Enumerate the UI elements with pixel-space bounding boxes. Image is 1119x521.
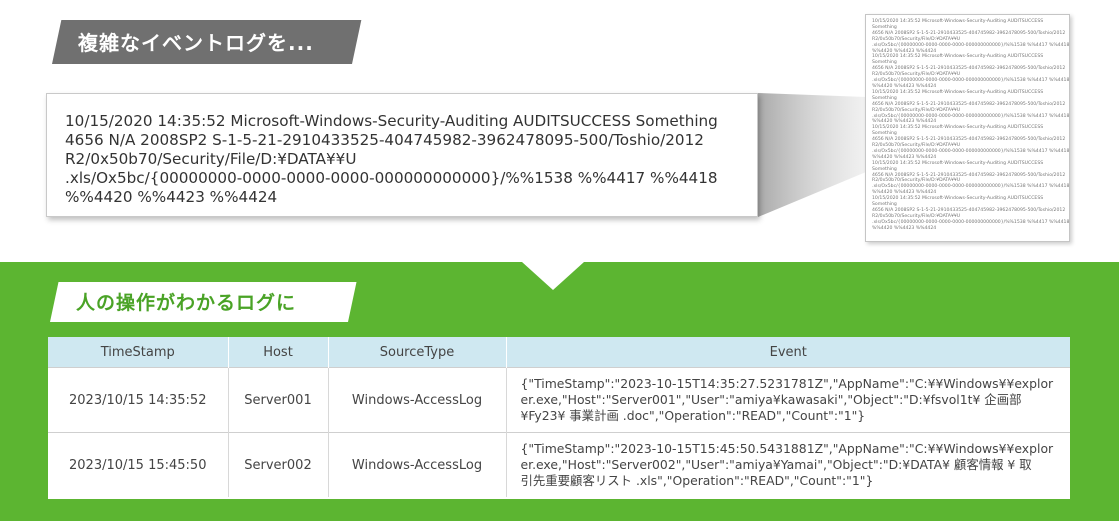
doc-line: %%4420 %%4423 %%4424 [872,225,937,231]
event-line: {"TimeStamp":"2023-10-15T15:45:50.543188… [520,441,1054,456]
raw-log-line: 10/15/2020 14:35:52 Microsoft-Windows-Se… [65,112,718,130]
event-table-container: TimeStamp Host SourceType Event 2023/10/… [48,337,1070,499]
cell-event: {"TimeStamp":"2023-10-15T15:45:50.543188… [506,432,1070,497]
cell-timestamp: 2023/10/15 15:45:50 [48,432,229,497]
doc-line: .xls/Ox5bc/{00000000-0000-0000-0000-0000… [872,184,1070,190]
doc-line: %%4420 %%4423 %%4424 [872,154,937,160]
doc-line: 4656 N/A 2008SP2 S-1-5-21-2910433525-404… [872,101,1066,107]
doc-line: 10/15/2020 14:35:52 Microsoft-Windows-Se… [872,125,1044,131]
doc-line: %%4420 %%4423 %%4424 [872,48,937,54]
cell-sourcetype: Windows-AccessLog [328,367,507,433]
raw-log-line: %%4420 %%4423 %%4424 [65,188,278,206]
doc-line: Something [872,60,897,66]
doc-line: R2/0x50b70/Security/File/D:¥DATA¥¥U [872,72,961,78]
doc-line: Something [872,95,897,101]
doc-line: %%4420 %%4423 %%4424 [872,119,937,125]
cell-event: {"TimeStamp":"2023-10-15T14:35:27.523178… [506,367,1070,433]
doc-line: 4656 N/A 2008SP2 S-1-5-21-2910433525-404… [872,30,1066,36]
doc-line: .xls/Ox5bc/{00000000-0000-0000-0000-0000… [872,148,1070,154]
event-line: 引先重要顧客リスト .xls","Operation":"READ","Coun… [520,473,874,488]
event-line: ¥Fy23¥ 事業計画 .doc","Operation":"READ","Co… [520,408,866,423]
raw-log-line: R2/0x50b70/Security/File/D:¥DATA¥¥U [65,150,357,168]
cell-host: Server002 [228,432,329,497]
event-line: er.exe,"Host":"Server002","User":"amiya¥… [520,457,1032,472]
doc-line: 10/15/2020 14:35:52 Microsoft-Windows-Se… [872,89,1044,95]
down-arrow-notch [522,262,584,290]
doc-line: .xls/Ox5bc/{00000000-0000-0000-0000-0000… [872,78,1070,84]
doc-line: R2/0x50b70/Security/File/D:¥DATA¥¥U [872,213,961,219]
raw-log-line: 4656 N/A 2008SP2 S-1-5-21-2910433525-404… [65,131,704,149]
doc-line: Something [872,166,897,172]
table-header-row: TimeStamp Host SourceType Event [48,337,1070,368]
top-banner-label: 複雑なイベントログを... [78,31,314,55]
doc-line: 10/15/2020 14:35:52 Microsoft-Windows-Se… [872,160,1044,166]
table-row: 2023/10/15 15:45:50 Server002 Windows-Ac… [48,432,1070,497]
doc-line: 4656 N/A 2008SP2 S-1-5-21-2910433525-404… [872,172,1066,178]
column-header-sourcetype: SourceType [328,337,507,368]
column-header-host: Host [228,337,329,368]
doc-line: %%4420 %%4423 %%4424 [872,83,937,89]
doc-line: 4656 N/A 2008SP2 S-1-5-21-2910433525-404… [872,137,1066,143]
raw-log-box: 10/15/2020 14:35:52 Microsoft-Windows-Se… [46,93,758,217]
bottom-banner-label: 人の操作がわかるログに [76,292,297,314]
column-header-event: Event [506,337,1070,368]
doc-line: R2/0x50b70/Security/File/D:¥DATA¥¥U [872,178,961,184]
doc-line: %%4420 %%4423 %%4424 [872,190,937,196]
cell-host: Server001 [228,367,329,433]
doc-line: R2/0x50b70/Security/File/D:¥DATA¥¥U [872,107,961,113]
doc-line: 10/15/2020 14:35:52 Microsoft-Windows-Se… [872,54,1044,60]
doc-line: 10/15/2020 14:35:52 Microsoft-Windows-Se… [872,196,1044,202]
column-header-timestamp: TimeStamp [48,337,229,368]
doc-line: .xls/Ox5bc/{00000000-0000-0000-0000-0000… [872,42,1070,48]
doc-line: R2/0x50b70/Security/File/D:¥DATA¥¥U [872,36,961,42]
table-row: 2023/10/15 14:35:52 Server001 Windows-Ac… [48,367,1070,433]
doc-line: R2/0x50b70/Security/File/D:¥DATA¥¥U [872,143,961,149]
doc-line: 4656 N/A 2008SP2 S-1-5-21-2910433525-404… [872,66,1066,72]
doc-line: 4656 N/A 2008SP2 S-1-5-21-2910433525-404… [872,208,1066,213]
doc-line: 10/15/2020 14:35:52 Microsoft-Windows-Se… [872,19,1044,24]
doc-line: Something [872,131,897,137]
doc-line: .xls/Ox5bc/{00000000-0000-0000-0000-0000… [872,219,1070,225]
zoom-funnel [758,93,866,217]
cell-sourcetype: Windows-AccessLog [328,432,507,497]
event-line: er.exe,"Host":"Server001","User":"amiya¥… [520,392,1022,407]
raw-log-line: .xls/Ox5bc/{00000000-0000-0000-0000-0000… [65,169,718,187]
doc-line: Something [872,24,897,30]
cell-timestamp: 2023/10/15 14:35:52 [48,367,229,433]
event-table: TimeStamp Host SourceType Event 2023/10/… [48,337,1070,497]
doc-line: Something [872,202,897,208]
event-line: {"TimeStamp":"2023-10-15T14:35:27.523178… [520,376,1054,391]
doc-line: .xls/Ox5bc/{00000000-0000-0000-0000-0000… [872,113,1070,119]
log-document-thumbnail: 10/15/2020 14:35:52 Microsoft-Windows-Se… [865,14,1070,242]
